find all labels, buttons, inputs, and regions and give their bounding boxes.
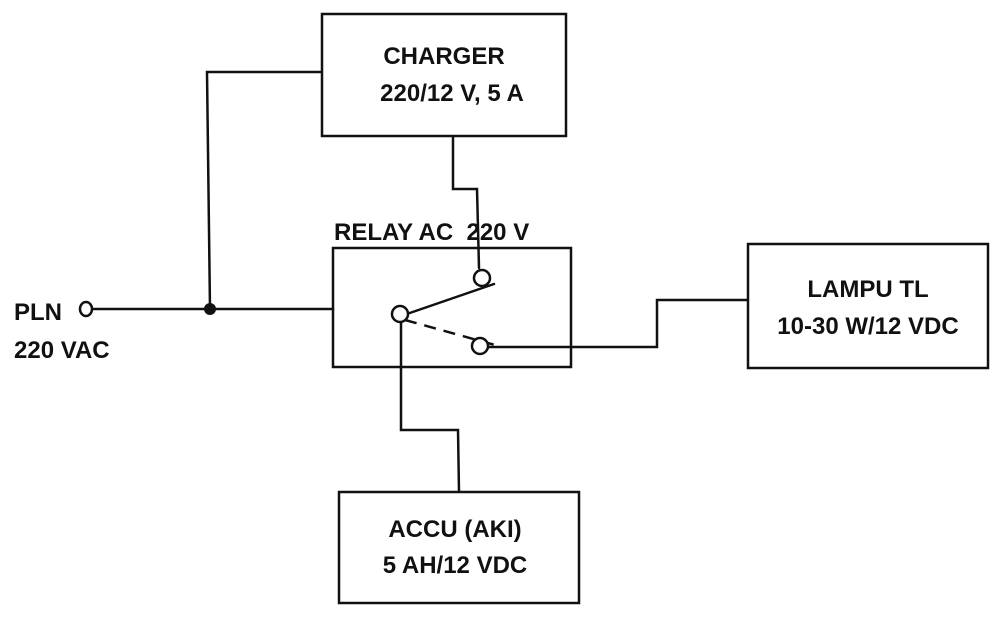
charger-spec: 220/12 V, 5 A: [380, 80, 524, 107]
relay-upper-terminal: [472, 268, 492, 288]
lamp-title: LAMPU TL: [807, 276, 928, 303]
relay-block: [331, 246, 573, 369]
charger-block: [320, 12, 568, 138]
accu-title: ACCU (AKI): [388, 516, 521, 543]
lamp-block: [746, 242, 990, 370]
accu-block: [337, 490, 581, 605]
pln-terminal: [78, 300, 94, 318]
wire-charger-to-relay: [451, 135, 481, 270]
junction-dot: [204, 303, 216, 315]
charger-title: CHARGER: [383, 43, 504, 70]
relay-lower-terminal: [470, 336, 490, 356]
wire-relay-to-accu: [399, 318, 461, 494]
lamp-spec: 10-30 W/12 VDC: [777, 313, 958, 340]
wire-junction-to-charger: [205, 70, 324, 311]
relay-common-terminal: [390, 304, 410, 324]
relay-switch-arm: [399, 282, 496, 318]
wire-relay-to-lamp: [485, 298, 750, 349]
relay-switch-alt-path: [404, 318, 496, 347]
relay-title: RELAY AC 220 V: [334, 219, 529, 246]
pln-voltage-label: 220 VAC: [14, 337, 110, 364]
pln-label: PLN: [14, 299, 62, 326]
accu-spec: 5 AH/12 VDC: [383, 552, 528, 579]
